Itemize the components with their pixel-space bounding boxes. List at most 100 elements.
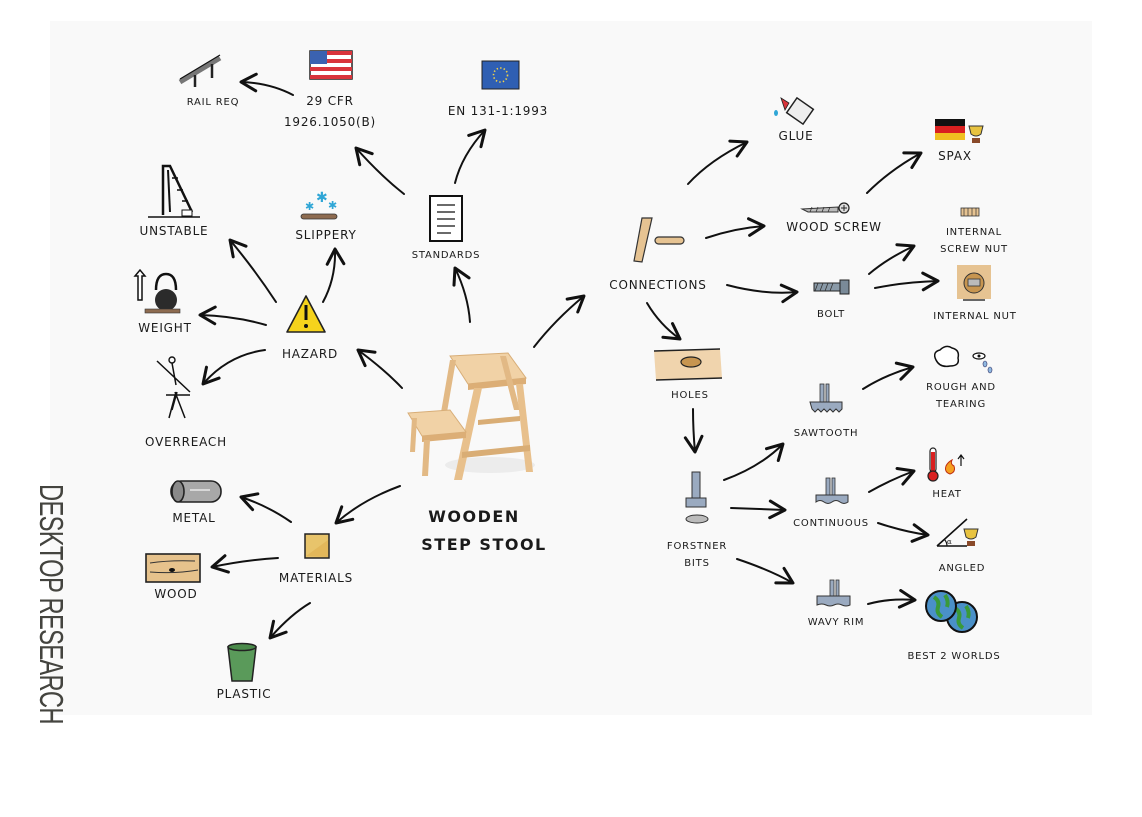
stick-figure-icon: [156, 356, 191, 419]
spax-label: SPAX: [938, 149, 972, 163]
globes-icon: [925, 590, 978, 633]
wavy-rim-label: WAVY RIM: [808, 617, 865, 628]
metal-label: METAL: [172, 511, 215, 525]
holes-label: HOLES: [671, 390, 709, 401]
continuous-bit-icon: [815, 477, 849, 504]
connections-node[interactable]: CONNECTIONS: [609, 217, 706, 292]
arrow-connections-to-woodscrew: [705, 217, 766, 239]
holes-node[interactable]: HOLES: [653, 348, 723, 401]
arrow-hazard-to-slippery: [322, 247, 346, 303]
arrow-wavy-to-best2: [867, 588, 917, 609]
connectors: [198, 72, 940, 640]
internal-screw-nut-line2: SCREW NUT: [940, 244, 1008, 255]
arrow-holes-to-forstner: [683, 408, 704, 454]
standards-label: STANDARDS: [412, 250, 481, 261]
drilled-hole-icon: [653, 348, 723, 381]
continuous-node[interactable]: CONTINUOUS: [793, 477, 869, 529]
metal-node[interactable]: METAL: [170, 480, 222, 525]
wood-screw-node[interactable]: WOOD SCREW: [786, 202, 882, 234]
mind-map: WOODEN STEP STOOL STANDARDS 29 CFR 1926.…: [133, 50, 1016, 702]
plastic-cup-icon: [227, 642, 257, 682]
plastic-label: PLASTIC: [217, 687, 272, 701]
arrow-forstner-to-continuous: [730, 499, 787, 520]
arrow-cfr-to-rail: [239, 72, 294, 96]
rail-req-node[interactable]: RAIL REQ: [178, 54, 240, 108]
eu-flag-icon: [481, 60, 520, 90]
slippery-node[interactable]: ✱ ✱ ✱ SLIPPERY: [295, 190, 356, 242]
cfr-label-line1: 29 CFR: [306, 94, 354, 108]
slippery-label: SLIPPERY: [295, 228, 356, 242]
rough-label-line2: TEARING: [935, 399, 986, 410]
overreach-node[interactable]: OVERREACH: [145, 356, 227, 449]
dowel-icon: [633, 217, 685, 263]
wood-plank-icon: [145, 553, 201, 583]
weight-node[interactable]: WEIGHT: [133, 268, 192, 335]
bolt-node[interactable]: BOLT: [813, 279, 850, 320]
best-2-worlds-node[interactable]: BEST 2 WORLDS: [907, 590, 1000, 662]
arrow-bolt-to-internal-nut: [874, 271, 940, 292]
arrow-materials-to-metal: [239, 492, 292, 523]
sawtooth-label: SAWTOOTH: [794, 428, 859, 439]
arrow-standards-to-en: [454, 128, 487, 184]
en-label: EN 131-1:1993: [448, 104, 548, 118]
arrow-standards-to-cfr: [354, 146, 405, 195]
hazard-label: HAZARD: [282, 347, 338, 361]
internal-screw-nut-node[interactable]: INTERNAL SCREW NUT: [940, 207, 1008, 255]
arrow-stool-to-hazard: [356, 348, 403, 389]
center-title-line2: STEP STOOL: [421, 535, 547, 554]
internal-screw-nut-line1: INTERNAL: [946, 227, 1002, 238]
forstner-node[interactable]: FORSTNER BITS: [667, 471, 727, 569]
document-icon: [429, 195, 463, 242]
svg-text:✱: ✱: [316, 190, 328, 206]
arrow-stool-to-materials: [334, 485, 401, 525]
unstable-node[interactable]: UNSTABLE: [140, 164, 209, 238]
cfr-node[interactable]: 29 CFR 1926.1050(B): [284, 50, 376, 129]
thermometer-flame-icon: [927, 447, 965, 482]
ladder-icon: [148, 164, 200, 218]
forstner-bit-icon: [685, 471, 709, 524]
glue-label: GLUE: [779, 129, 814, 143]
wavy-rim-bit-icon: [816, 579, 851, 607]
heat-label: HEAT: [932, 489, 961, 500]
en-node[interactable]: EN 131-1:1993: [448, 60, 548, 118]
snowflake-icon: ✱ ✱ ✱: [300, 190, 338, 220]
best-2-worlds-label: BEST 2 WORLDS: [907, 651, 1000, 662]
svg-text:✱: ✱: [328, 199, 337, 212]
glue-node[interactable]: GLUE: [774, 96, 815, 143]
materials-node[interactable]: MATERIALS: [279, 533, 353, 585]
rough-node[interactable]: ROUGH AND TEARING: [926, 345, 996, 410]
arrow-materials-to-plastic: [268, 602, 311, 640]
glue-bottle-icon: [774, 96, 815, 126]
metal-pipe-icon: [170, 480, 222, 503]
wood-screw-label: WOOD SCREW: [786, 220, 882, 234]
arrow-hazard-to-weight: [198, 305, 267, 326]
internal-nut-node[interactable]: INTERNAL NUT: [933, 265, 1016, 322]
sawtooth-node[interactable]: SAWTOOTH: [794, 383, 859, 439]
bolt-icon: [813, 279, 850, 295]
sawtooth-bit-icon: [809, 383, 843, 413]
hazard-node[interactable]: HAZARD: [282, 295, 338, 361]
heat-node[interactable]: HEAT: [927, 447, 965, 500]
wood-node[interactable]: WOOD: [145, 553, 201, 601]
arrow-connections-to-glue: [687, 139, 749, 185]
bolt-label: BOLT: [817, 309, 845, 320]
angled-node[interactable]: α ANGLED: [936, 518, 985, 574]
rough-label-line1: ROUGH AND: [926, 382, 996, 393]
plastic-node[interactable]: PLASTIC: [217, 642, 272, 702]
screw-icon: [800, 202, 850, 214]
wood-label: WOOD: [154, 587, 197, 601]
weight-label: WEIGHT: [138, 321, 191, 335]
arrow-forstner-to-sawtooth: [723, 442, 785, 481]
forstner-label-line2: BITS: [684, 558, 709, 569]
tear-icon: [933, 345, 993, 374]
wavy-rim-node[interactable]: WAVY RIM: [808, 579, 865, 628]
standards-node[interactable]: STANDARDS: [412, 195, 481, 261]
arrow-continuous-to-heat: [868, 466, 916, 493]
german-flag-trophy-icon: [935, 119, 984, 143]
svg-text:✱: ✱: [305, 200, 314, 213]
threaded-insert-icon: [960, 207, 980, 217]
rail-req-label: RAIL REQ: [187, 97, 240, 108]
center-title-line1: WOODEN: [428, 507, 519, 526]
spax-node[interactable]: SPAX: [935, 119, 984, 163]
forstner-label-line1: FORSTNER: [667, 541, 727, 552]
